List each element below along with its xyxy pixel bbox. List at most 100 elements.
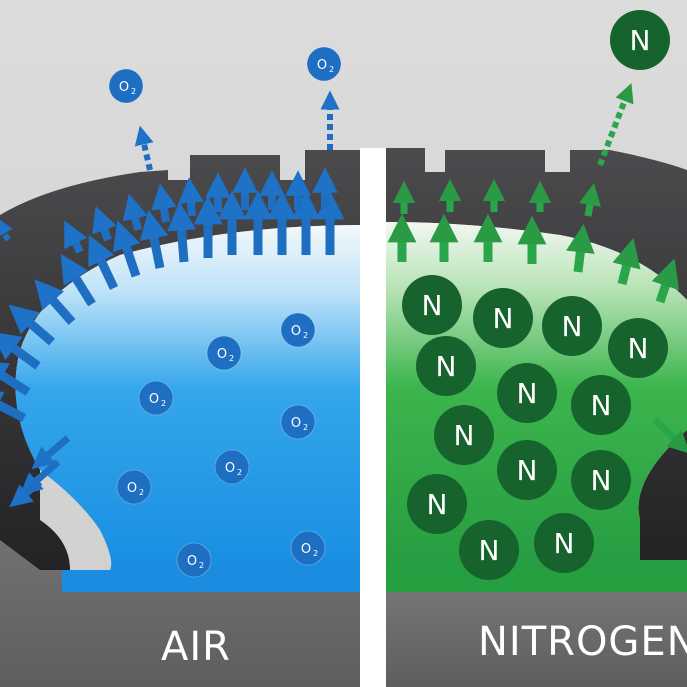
nitrogen-symbol: N <box>517 377 538 410</box>
nitrogen-molecule: N <box>542 296 602 356</box>
air-arrow <box>0 391 27 422</box>
oxygen-symbol: O <box>149 392 159 407</box>
oxygen-circle <box>280 404 316 440</box>
nitrogen-circle <box>571 450 631 510</box>
nitrogen-escape-arrow <box>597 83 634 167</box>
oxygen-circle <box>290 530 326 566</box>
nitrogen-symbol: N <box>554 527 575 560</box>
nitrogen-symbol: N <box>436 350 457 383</box>
air-bottom-strip <box>62 570 360 592</box>
nitrogen-arrow <box>612 238 641 286</box>
oxygen-circle <box>206 335 242 371</box>
oxygen-symbol: O <box>187 554 197 569</box>
air-arrow <box>88 234 119 290</box>
oxygen-subscript: 2 <box>229 354 234 363</box>
oxygen-circle <box>214 449 250 485</box>
nitrogen-arrow <box>651 258 680 304</box>
nitrogen-circle <box>473 288 533 348</box>
nitrogen-arrow <box>566 223 595 273</box>
nitrogen-molecule: N <box>534 513 594 573</box>
oxygen-circle <box>116 469 152 505</box>
nitrogen-symbol: N <box>493 302 514 335</box>
nitrogen-molecule: N <box>416 336 476 396</box>
nitrogen-circle <box>534 513 594 573</box>
oxygen-symbol: O <box>217 347 227 362</box>
air-arrow <box>122 193 148 231</box>
nitrogen-bottom-strip <box>386 568 687 592</box>
nitrogen-circle <box>497 440 557 500</box>
air-arrow <box>139 209 169 269</box>
nitrogen-circle <box>608 318 668 378</box>
nitrogen-circle <box>497 363 557 423</box>
oxygen-symbol: O <box>291 416 301 431</box>
oxygen-circle <box>138 380 174 416</box>
air-arrow <box>151 183 177 223</box>
nitrogen-molecule: N <box>402 275 462 335</box>
nitrogen-molecule: N <box>497 363 557 423</box>
air-escape-arrow <box>134 125 154 171</box>
air-arrow <box>0 360 31 396</box>
oxygen-symbol: O <box>127 481 137 496</box>
air-escape-arrow <box>0 216 13 242</box>
air-cavity <box>15 225 360 590</box>
nitrogen-circle <box>416 336 476 396</box>
nitrogen-symbol: N <box>454 419 475 452</box>
nitrogen-rim-base <box>386 570 687 687</box>
oxygen-subscript: 2 <box>131 87 136 96</box>
nitrogen-symbol: N <box>591 389 612 422</box>
oxygen-subscript: 2 <box>139 488 144 497</box>
nitrogen-symbol: N <box>628 332 649 365</box>
nitrogen-circle <box>571 375 631 435</box>
air-arrow <box>112 220 141 278</box>
nitrogen-molecule: N <box>473 288 533 348</box>
air-arrow <box>31 435 71 470</box>
nitrogen-molecule: N <box>459 520 519 580</box>
oxygen-subscript: 2 <box>329 65 334 74</box>
air-label: AIR <box>161 624 231 670</box>
nitrogen-arrow <box>578 182 602 217</box>
nitrogen-symbol: N <box>517 454 538 487</box>
panel-divider <box>360 148 386 687</box>
oxygen-circle <box>306 46 342 82</box>
air-arrow <box>0 331 41 370</box>
oxygen-symbol: O <box>301 542 311 557</box>
oxygen-subscript: 2 <box>199 561 204 570</box>
nitrogen-arrow <box>652 417 687 454</box>
oxygen-subscript: 2 <box>303 423 308 432</box>
oxygen-symbol: O <box>225 461 235 476</box>
nitrogen-molecule: N <box>608 318 668 378</box>
air-arrow <box>64 220 88 254</box>
nitrogen-symbol: N <box>479 534 500 567</box>
nitrogen-circle <box>434 405 494 465</box>
nitrogen-label: NITROGEN <box>478 619 687 665</box>
oxygen-circle <box>108 68 144 104</box>
oxygen-circle <box>176 542 212 578</box>
nitrogen-symbol: N <box>630 24 651 57</box>
oxygen-subscript: 2 <box>237 468 242 477</box>
oxygen-subscript: 2 <box>161 399 166 408</box>
oxygen-symbol: O <box>291 324 301 339</box>
nitrogen-symbol: N <box>562 310 583 343</box>
nitrogen-molecule: N <box>434 405 494 465</box>
air-escape-arrows <box>0 90 345 508</box>
air-arrow <box>60 253 96 307</box>
air-arrow <box>92 205 117 242</box>
nitrogen-molecule: N <box>497 440 557 500</box>
nitrogen-molecule: N <box>571 375 631 435</box>
nitrogen-symbol: N <box>422 289 443 322</box>
oxygen-subscript: 2 <box>303 331 308 340</box>
